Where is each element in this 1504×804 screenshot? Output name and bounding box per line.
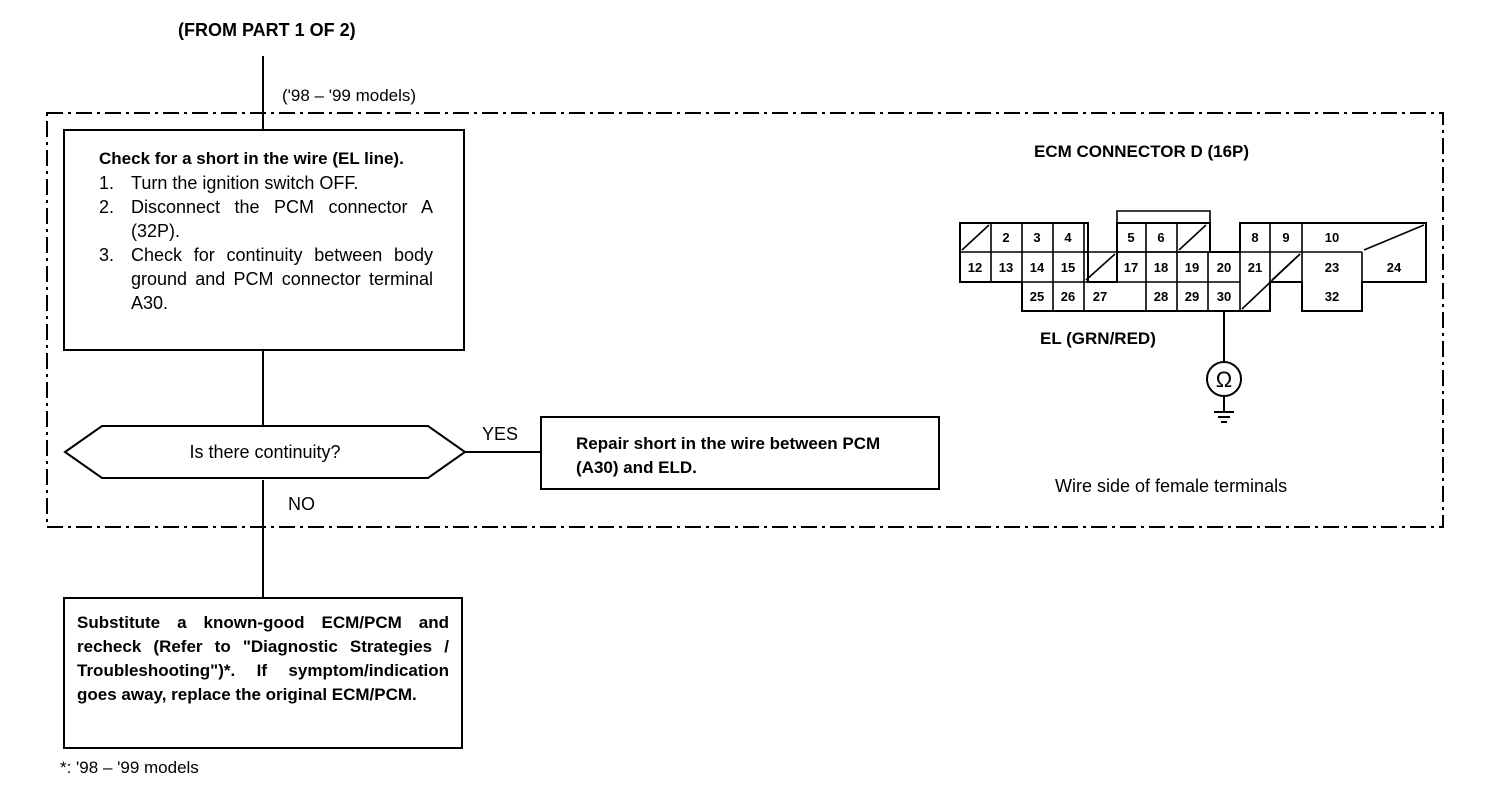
terminal-9: 9 <box>1282 230 1289 245</box>
repair-text: Repair short in the wire between PCM (A3… <box>576 434 881 477</box>
terminal-29: 29 <box>1185 289 1199 304</box>
substitute-box: Substitute a known-good ECM/PCM and rech… <box>63 597 463 749</box>
terminal-2: 2 <box>1002 230 1009 245</box>
terminal-8: 8 <box>1251 230 1258 245</box>
terminal-6: 6 <box>1157 230 1164 245</box>
decision-question: Is there continuity? <box>189 442 341 462</box>
terminal-21: 21 <box>1248 260 1262 275</box>
check-title: Check for a short in the wire (EL line). <box>99 149 404 168</box>
no-label: NO <box>288 494 315 514</box>
terminal-25: 25 <box>1030 289 1044 304</box>
yes-label: YES <box>482 424 519 444</box>
terminal-23: 23 <box>1325 260 1339 275</box>
substitute-text: Substitute a known-good ECM/PCM and rech… <box>77 613 449 704</box>
terminal-26: 26 <box>1061 289 1075 304</box>
flow-line-top <box>262 56 264 130</box>
check-short-box: Check for a short in the wire (EL line).… <box>63 129 465 351</box>
check-step: 1. Turn the ignition switch OFF. <box>99 173 359 193</box>
terminal-32: 32 <box>1325 289 1339 304</box>
terminal-5: 5 <box>1127 230 1134 245</box>
terminal-18: 18 <box>1154 260 1168 275</box>
terminal-20: 20 <box>1217 260 1231 275</box>
terminal-4: 4 <box>1064 230 1072 245</box>
terminal-10: 10 <box>1325 230 1339 245</box>
branch-label: ('98 – '99 models) <box>282 86 417 105</box>
terminal-28: 28 <box>1154 289 1168 304</box>
repair-short-box: Repair short in the wire between PCM (A3… <box>540 416 940 490</box>
terminal-15: 15 <box>1061 260 1075 275</box>
terminal-30: 30 <box>1217 289 1231 304</box>
terminal-24: 24 <box>1387 260 1402 275</box>
terminal-13: 13 <box>999 260 1013 275</box>
terminal-12: 12 <box>968 260 982 275</box>
wire-label: EL (GRN/RED) <box>1040 329 1156 348</box>
terminal-14: 14 <box>1030 260 1045 275</box>
terminal-17: 17 <box>1124 260 1138 275</box>
connector-title: ECM CONNECTOR D (16P) <box>1034 142 1250 161</box>
terminal-3: 3 <box>1033 230 1040 245</box>
flow-line-mid <box>262 351 264 425</box>
flow-line-bottom <box>262 480 264 598</box>
yes-line <box>465 451 541 453</box>
terminal-19: 19 <box>1185 260 1199 275</box>
check-step: 3. Check for continuity between body gro… <box>99 245 433 313</box>
ohmmeter-icon: Ω <box>1216 367 1232 392</box>
connector-caption: Wire side of female terminals <box>1055 476 1288 496</box>
footnote: *: '98 – '99 models <box>60 758 199 777</box>
terminal-27: 27 <box>1093 289 1107 304</box>
from-part-label: (FROM PART 1 OF 2) <box>178 20 356 40</box>
check-step: 2. Disconnect the PCM connector A (32P). <box>99 197 433 241</box>
